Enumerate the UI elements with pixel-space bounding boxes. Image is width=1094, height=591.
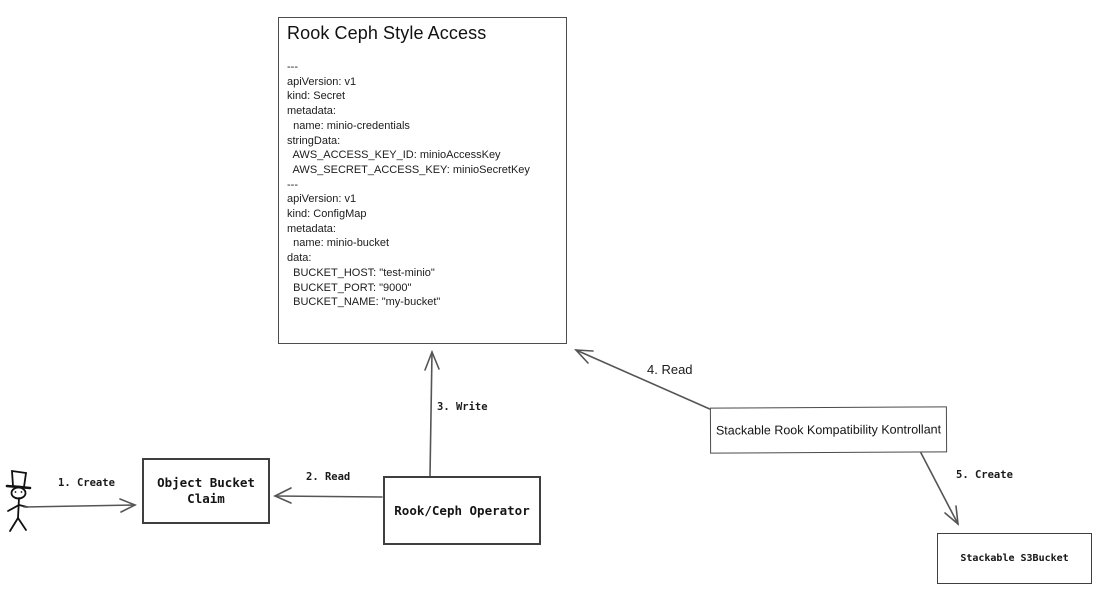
box-title: Rook Ceph Style Access	[287, 23, 487, 43]
node-stackable-s3bucket: Stackable S3Bucket	[937, 533, 1092, 584]
node-rook-ceph-operator: Rook/Ceph Operator	[383, 476, 541, 545]
arrow-label-write-3: 3. Write	[437, 401, 488, 413]
arrow-2-read	[273, 487, 383, 504]
arrow-label-create-5: 5. Create	[956, 469, 1013, 481]
stick-figure-icon	[5, 469, 32, 532]
yaml-manifest-text: --- apiVersion: v1 kind: Secret metadata…	[287, 61, 530, 309]
arrow-label-read-2: 2. Read	[306, 471, 351, 483]
arrow-1-create	[23, 498, 137, 513]
arrow-label-create-1: 1. Create	[58, 477, 115, 489]
node-label: Rook/Ceph Operator	[394, 503, 530, 518]
node-object-bucket-claim: Object Bucket Claim	[142, 458, 270, 524]
arrow-label-read-4: 4. Read	[647, 362, 693, 377]
node-stackable-rook-kompatibility-kontrollant: Stackable Rook Kompatibility Kontrollant	[709, 406, 948, 454]
arrow-5-create	[920, 452, 960, 526]
node-label: Object Bucket Claim	[157, 475, 255, 506]
rook-ceph-style-access-box: Rook Ceph Style Access --- apiVersion: v…	[278, 17, 567, 344]
node-label: Stackable S3Bucket	[960, 553, 1069, 564]
arrow-3-write	[424, 349, 440, 477]
node-label: Stackable Rook Kompatibility Kontrollant	[715, 422, 942, 438]
arrow-4-read	[574, 349, 713, 411]
